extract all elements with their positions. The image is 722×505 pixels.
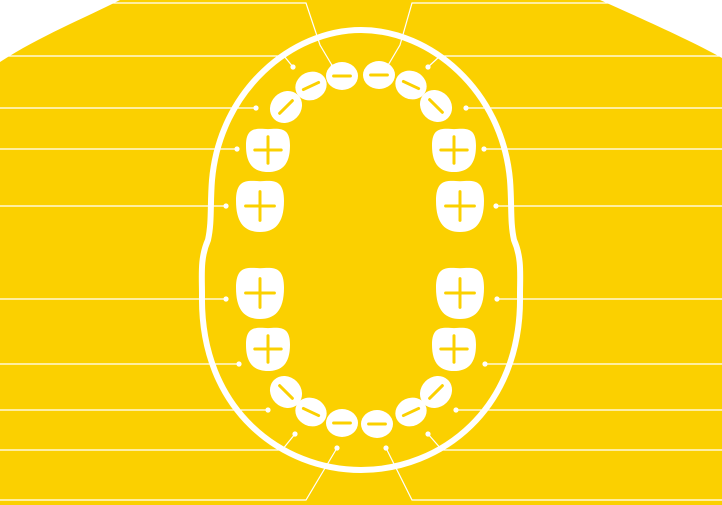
leader-dot-u3 (290, 64, 295, 69)
upper-incisor-tooth-u1[interactable] (326, 62, 358, 90)
leader-dot-l2 (494, 296, 499, 301)
leader-dot-u8 (481, 146, 486, 151)
lower-molar-tooth-l3[interactable] (246, 328, 290, 371)
upper-molar-tooth-u9[interactable] (236, 181, 284, 232)
leader-dot-u7 (234, 146, 239, 151)
leader-dot-l5 (265, 407, 270, 412)
leader-dot-l3 (236, 361, 241, 366)
leader-dot-u5 (253, 105, 258, 110)
lower-incisor-tooth-l9[interactable] (326, 409, 358, 437)
leader-dot-u4 (425, 64, 430, 69)
leader-dot-u9 (223, 203, 228, 208)
lower-incisor-tooth-l10[interactable] (361, 410, 393, 438)
leader-dot-u6 (463, 105, 468, 110)
lower-molar-tooth-l2[interactable] (436, 268, 484, 319)
leader-dot-u10 (493, 203, 498, 208)
leader-dot-l6 (453, 407, 458, 412)
leader-dot-l4 (482, 361, 487, 366)
leader-dot-l9 (334, 445, 339, 450)
leader-dot-l7 (292, 431, 297, 436)
upper-incisor-tooth-u2[interactable] (363, 61, 395, 89)
leader-dot-l10 (383, 445, 388, 450)
upper-molar-tooth-u10[interactable] (436, 181, 484, 232)
leader-dot-l8 (425, 431, 430, 436)
lower-molar-tooth-l1[interactable] (236, 268, 284, 319)
leader-dot-l1 (223, 296, 228, 301)
upper-molar-tooth-u8[interactable] (432, 129, 476, 172)
lower-molar-tooth-l4[interactable] (432, 328, 476, 371)
upper-molar-tooth-u7[interactable] (246, 129, 290, 172)
